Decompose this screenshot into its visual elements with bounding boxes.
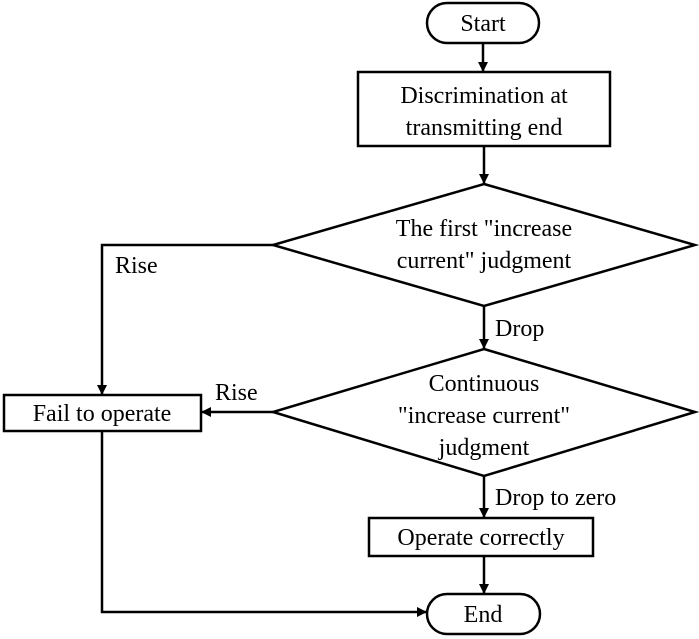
continuous-judgment-line-3: judgment [438, 435, 530, 461]
edge-label-first-rise: Rise [115, 253, 158, 279]
end-label: End [464, 602, 503, 628]
discrimination-line-2: transmitting end [406, 115, 563, 141]
start-node: Start [425, 1, 541, 45]
end-node: End [425, 592, 542, 636]
first-judgment-node: The first "increase current" judgment [268, 182, 699, 308]
continuous-judgment-line-2: "increase current" [398, 403, 570, 429]
edge-fail-to-end [100, 431, 427, 617]
first-judgment-line-2: current" judgment [397, 248, 572, 274]
edge-label-continuous-rise: Rise [215, 380, 258, 406]
edge-label-continuous-drop: Drop to zero [495, 485, 616, 511]
start-label: Start [460, 11, 506, 37]
fail-label: Fail to operate [33, 401, 172, 427]
edge-first-rise-to-fail [97, 243, 273, 395]
fail-node: Fail to operate [2, 393, 203, 433]
operate-node: Operate correctly [367, 516, 595, 558]
edge-label-first-drop: Drop [495, 316, 544, 342]
continuous-judgment-line-1: Continuous [429, 371, 540, 397]
operate-label: Operate correctly [397, 525, 564, 551]
discrimination-node: Discrimination at transmitting end [356, 70, 612, 148]
continuous-judgment-node: Continuous "increase current" judgment [268, 347, 699, 478]
discrimination-line-1: Discrimination at [400, 83, 568, 109]
first-judgment-line-1: The first "increase [396, 216, 572, 242]
